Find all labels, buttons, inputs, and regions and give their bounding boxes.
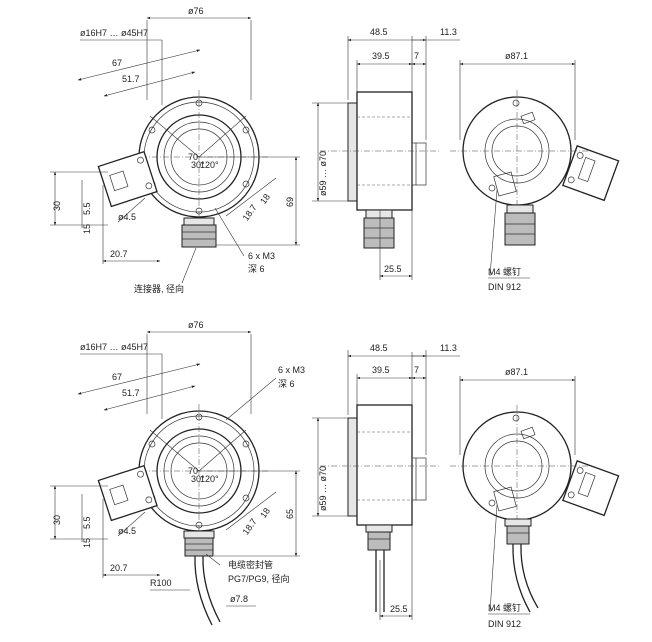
dim-30: 30 [52, 201, 62, 211]
gland-note: 电缆密封管 [228, 559, 273, 570]
dim-30: 30 [52, 515, 62, 525]
screw-note: M4 螺钉 [488, 603, 521, 613]
dim-hole: ø4.5 [118, 212, 136, 222]
rear-bracket [561, 145, 620, 202]
dim-7: 7 [414, 51, 419, 61]
dim-hole: ø4.5 [118, 526, 136, 536]
dim-bore-range: ø16H7 … ø45H7 [80, 28, 148, 38]
din-note: DIN 912 [488, 619, 521, 629]
angle-label: 120° [200, 160, 219, 170]
dim-18: 18 [258, 506, 272, 520]
dim-diameter-range: ø59 … ø70 [318, 466, 328, 511]
dim-25-5: 25.5 [390, 604, 408, 614]
bottom-side-view: 48.5 11.3 39.5 7 ø59 … ø70 25.5 [312, 343, 460, 620]
dim-outer-diameter: ø76 [188, 6, 204, 16]
dim-48-5: 48.5 [370, 343, 388, 353]
din-note: DIN 912 [488, 282, 521, 292]
dim-65: 65 [285, 509, 295, 519]
angle-label: 30° [191, 160, 205, 170]
dim-20-7: 20.7 [110, 563, 128, 573]
dim-25-5: 25.5 [384, 264, 402, 274]
dim-18-7: 18.7 [241, 517, 259, 537]
angle-label: 70 [188, 152, 198, 162]
dim-39-5: 39.5 [372, 51, 390, 61]
dim-bore-range: ø16H7 … ø45H7 [80, 342, 148, 352]
angle-label: 30° [191, 474, 205, 484]
dim-67: 67 [112, 58, 122, 68]
dim-5-5: 5.5 [82, 516, 92, 529]
thread-note: 6 x M3 [248, 251, 275, 261]
thread-note: 6 x M3 [278, 365, 305, 375]
dim-r100: R100 [150, 578, 172, 588]
gland-note-2: PG7/PG9, 径向 [228, 573, 290, 584]
encoder-body [356, 404, 413, 526]
dim-5-5: 5.5 [82, 202, 92, 215]
flange [347, 102, 358, 202]
top-front-view: 70 30° 120° ø76 ø16H7 … ø45H7 67 51.7 30… [50, 6, 300, 294]
flange [347, 417, 358, 517]
angle-label: 70 [188, 466, 198, 476]
top-rear-view: ø87.1 M4 螺钉 DIN 912 [450, 51, 620, 292]
connector-note: 连接器, 径向 [134, 283, 184, 294]
angle-label: 120° [200, 474, 219, 484]
rear-bracket [561, 460, 620, 517]
depth-note: 深 6 [248, 264, 265, 274]
dim-67: 67 [112, 372, 122, 382]
cable-gland [183, 530, 221, 626]
dim-cable-diameter: ø7.8 [230, 594, 248, 604]
dim-11-3: 11.3 [440, 27, 457, 37]
dim-87-1: ø87.1 [505, 367, 528, 377]
bottom-rear-view: ø87.1 M4 螺钉 DIN 912 [450, 367, 620, 629]
dim-51-7: 51.7 [122, 388, 140, 398]
dim-69: 69 [285, 197, 295, 207]
dim-51-7: 51.7 [122, 74, 140, 84]
depth-note: 深 6 [278, 379, 295, 389]
dim-15: 15 [82, 538, 92, 548]
top-side-view: 48.5 11.3 39.5 7 ø59 … ø70 25.5 [312, 27, 460, 280]
dim-15: 15 [82, 224, 92, 234]
rear-clamp [411, 457, 427, 501]
dim-18: 18 [258, 192, 272, 206]
dim-48-5: 48.5 [370, 27, 388, 37]
connector-bracket [97, 464, 158, 522]
connector-bracket [97, 150, 158, 208]
dim-20-7: 20.7 [110, 249, 128, 259]
dim-18-7: 18.7 [241, 203, 259, 223]
dim-39-5: 39.5 [372, 365, 390, 375]
dim-7: 7 [414, 365, 419, 375]
dim-87-1: ø87.1 [505, 51, 528, 61]
dim-11-3: 11.3 [440, 343, 457, 353]
dim-outer-diameter: ø76 [188, 320, 204, 330]
screw-note: M4 螺钉 [488, 267, 521, 277]
bottom-front-view: 70 30° 120° ø76 ø16H7 … ø45H7 67 51.7 30… [50, 320, 305, 626]
radial-connector [181, 217, 217, 248]
rear-clamp [411, 142, 427, 186]
dim-diameter-range: ø59 … ø70 [318, 151, 328, 196]
